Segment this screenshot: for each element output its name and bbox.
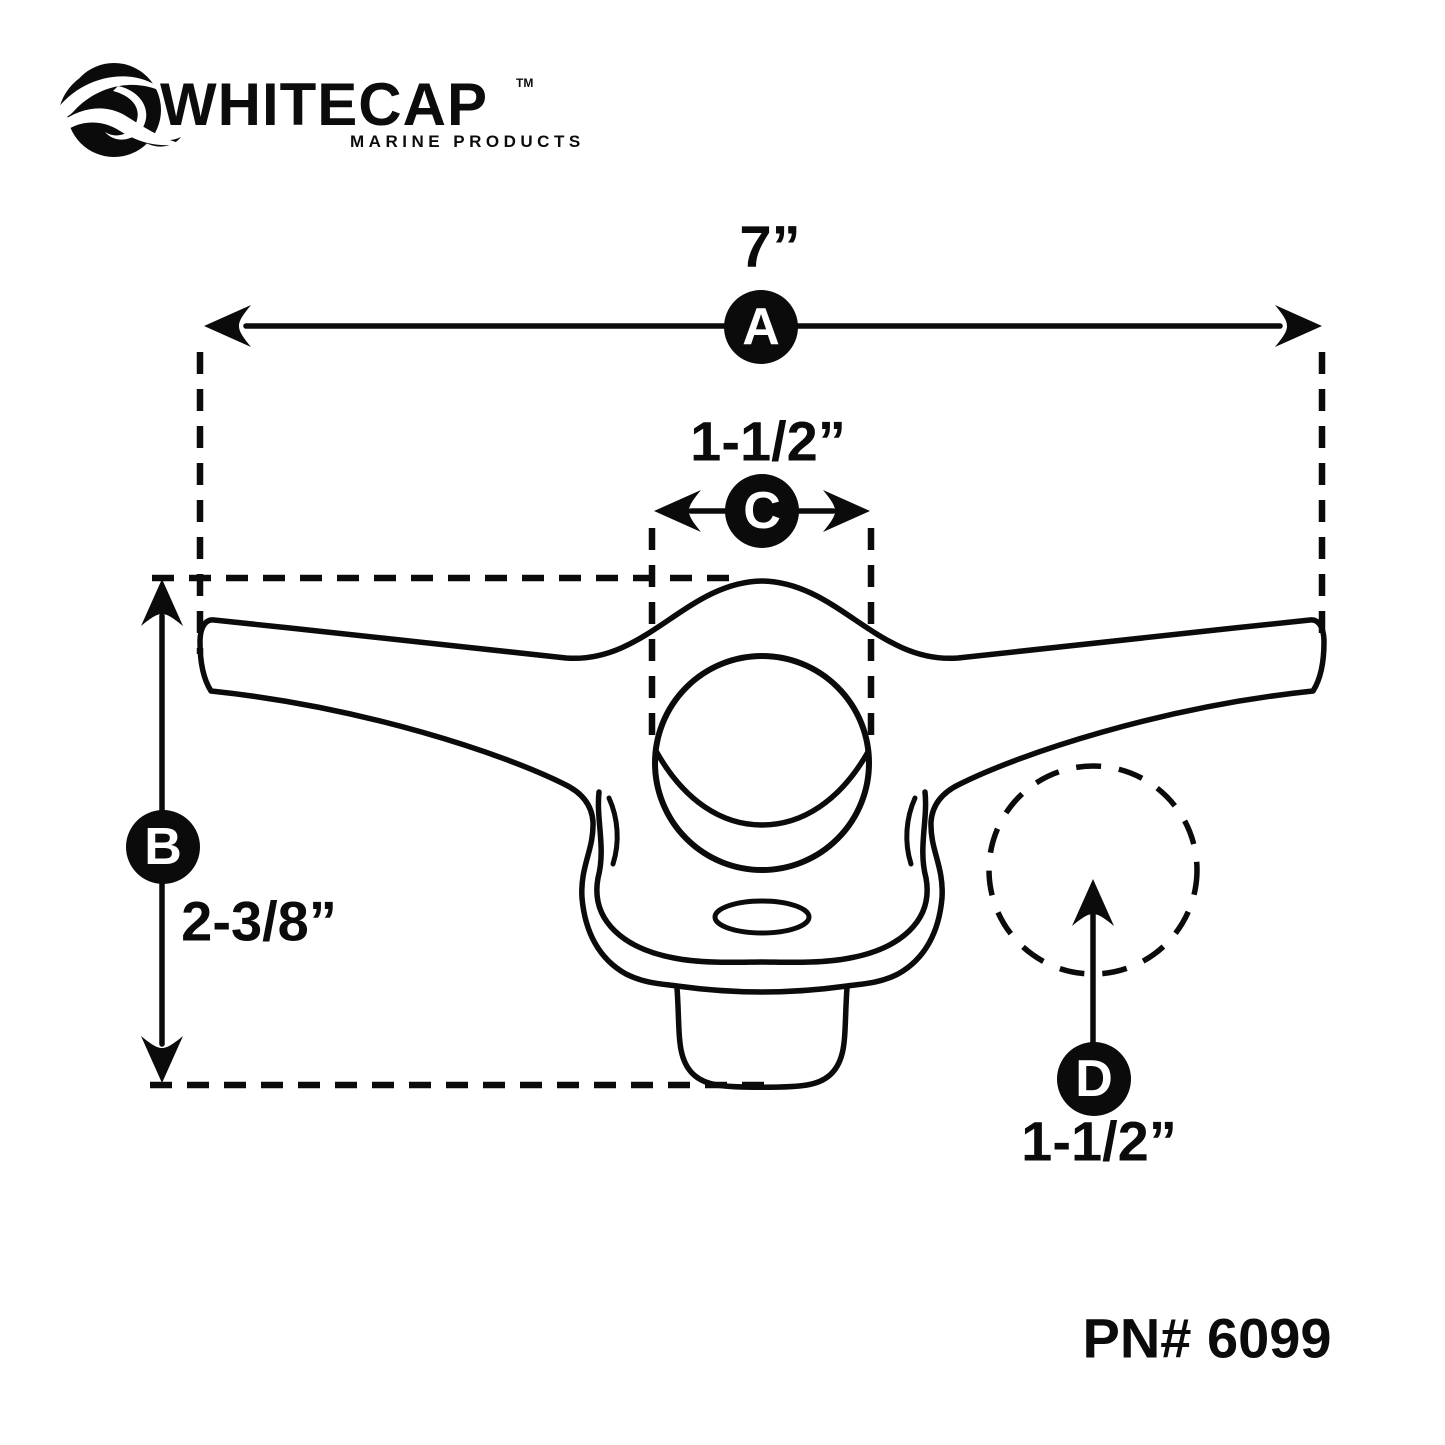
dimension-badge-d: D xyxy=(1057,1042,1131,1116)
cleat-fold-accent-left xyxy=(606,795,620,867)
dimension-badge-a-letter: A xyxy=(742,298,780,356)
dimension-badge-c-letter: C xyxy=(743,482,781,540)
brand-logo: WHITECAP TM MARINE PRODUCTS xyxy=(50,54,610,174)
cleat-outline-drawing xyxy=(197,578,1327,1090)
dimension-badge-c: C xyxy=(725,474,799,548)
trademark-symbol: TM xyxy=(516,76,534,90)
dimension-value-a: 7” xyxy=(739,214,801,280)
dimension-badge-b-letter: B xyxy=(144,818,182,876)
part-number: PN# 6099 xyxy=(1082,1306,1332,1370)
brand-name: WHITECAP xyxy=(160,71,488,138)
dimension-badge-d-letter: D xyxy=(1075,1050,1113,1108)
cleat-hub-crescent xyxy=(653,748,871,828)
dimension-value-b: 2-3/8” xyxy=(181,889,337,953)
cleat-base-hole xyxy=(712,898,812,936)
cleat-silhouette xyxy=(197,578,1327,995)
hole-reference-circle-d xyxy=(986,763,1200,977)
cleat-stem xyxy=(674,985,850,1090)
cleat-inner-rim xyxy=(594,789,930,966)
dimension-value-c: 1-1/2” xyxy=(690,409,846,473)
dimension-badge-a: A xyxy=(724,290,798,364)
dimension-badge-b: B xyxy=(126,810,200,884)
brand-tagline: MARINE PRODUCTS xyxy=(350,132,585,151)
dimension-value-d: 1-1/2” xyxy=(1021,1109,1177,1173)
cleat-fold-accent-right xyxy=(904,795,918,867)
wave-icon xyxy=(55,63,182,157)
cleat-hub-circle xyxy=(652,653,872,873)
